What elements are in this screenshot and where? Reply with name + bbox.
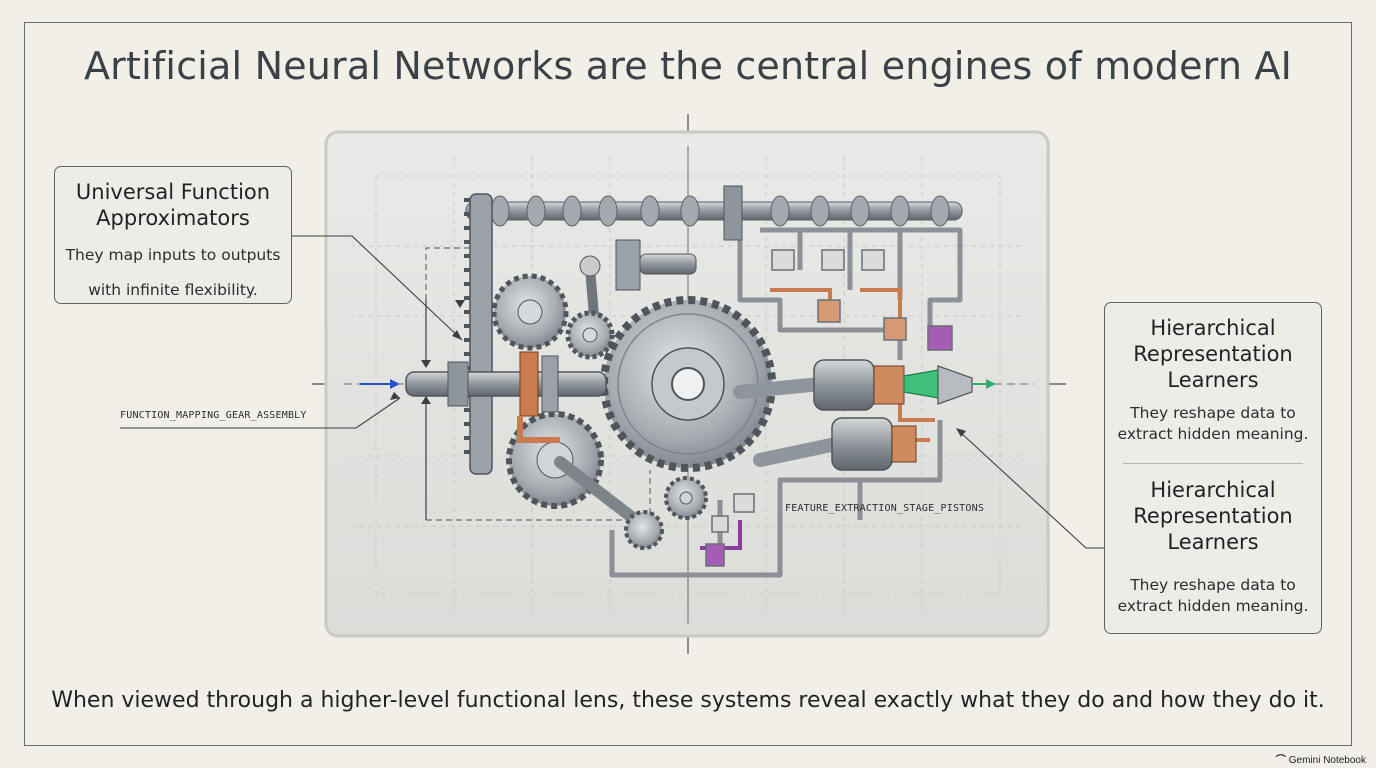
card-heading-line: Hierarchical (1150, 316, 1276, 340)
brand-badge: ⌒Gemini Notebook (1276, 751, 1366, 766)
card-heading-line: Learners (1167, 530, 1259, 554)
leader-lines (120, 235, 1104, 549)
piston-lower (753, 417, 917, 471)
leader-arrow-right (956, 428, 966, 437)
card-heading-line: Hierarchical (1150, 478, 1276, 502)
input-shaft (405, 351, 607, 443)
guide-arrows (421, 300, 465, 520)
input-arrow-icon (360, 379, 400, 389)
card-body-line: They reshape data to (1130, 404, 1296, 422)
small-gear-mid (565, 310, 615, 360)
label-pistons: FEATURE_EXTRACTION_STAGE_PISTONS (785, 503, 985, 514)
page-title: Artificial Neural Networks are the centr… (83, 44, 1292, 88)
valve-boxes (705, 249, 953, 567)
card-body-line: extract hidden meaning. (1117, 597, 1309, 615)
card-heading-line: Representation (1133, 342, 1293, 366)
outer-frame (24, 22, 1352, 746)
brand-name: Gemini Notebook (1288, 755, 1366, 766)
main-gear (600, 296, 776, 472)
card-body-line: They map inputs to outputs (65, 246, 281, 264)
card-body-line: They reshape data to (1130, 576, 1296, 594)
card-hierarchical-representation: Hierarchical Representation Learners The… (1104, 302, 1322, 634)
card-body-line: with infinite flexibility. (88, 281, 258, 299)
leader-arrow-gear (390, 392, 400, 400)
card-heading-line: Learners (1167, 368, 1259, 392)
gemini-notebook-logo-icon: ⌒ (1275, 755, 1286, 766)
pipe-network (609, 210, 963, 578)
card-body-line: extract hidden meaning. (1117, 425, 1309, 443)
card-universal-function: Universal Function Approximators They ma… (54, 166, 292, 304)
card-divider (1123, 463, 1303, 464)
label-gear-assembly: FUNCTION_MAPPING_GEAR_ASSEMBLY (120, 410, 307, 421)
piston-upper (733, 359, 905, 411)
card-heading-line: Universal Function (75, 180, 271, 204)
small-gear-top (491, 273, 569, 351)
card-heading-line: Approximators (96, 206, 250, 230)
output-funnel (903, 365, 996, 405)
card-heading-line: Representation (1133, 504, 1293, 528)
leader-arrow-left (452, 330, 462, 340)
camshaft (465, 185, 963, 241)
footer-caption: When viewed through a higher-level funct… (51, 688, 1325, 713)
